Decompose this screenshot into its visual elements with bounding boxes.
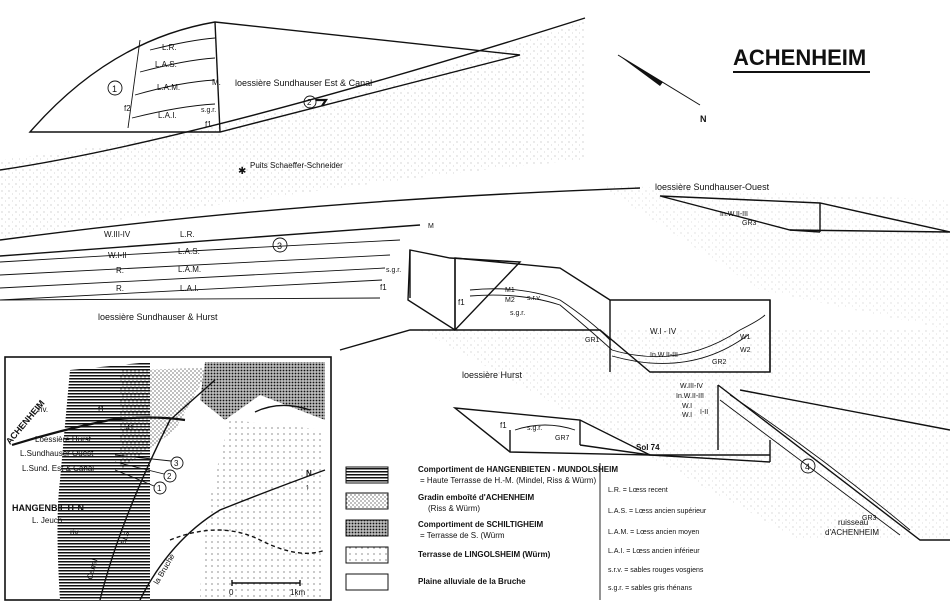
- section-number-2: 2: [307, 98, 312, 107]
- legend-2-line1: Gradin emboîté d'ACHENHEIM: [418, 493, 534, 502]
- middle-l-4: L.A.I.: [180, 284, 199, 293]
- sol74-sgr: s.g.r.: [527, 425, 542, 432]
- right-stack-3: W.I: [682, 403, 692, 410]
- north-label: N: [700, 114, 707, 124]
- legend-3-line1: Comportiment de SCHILTIGHEIM: [418, 520, 544, 529]
- ouest-gr: GR3: [742, 220, 757, 227]
- middle-w-3: R.: [116, 266, 124, 275]
- inset-hangenbieten: HANGENBIETEN: [12, 503, 84, 513]
- hurst-sgr: s.g.r.: [510, 310, 525, 317]
- upper-f2: f2: [124, 104, 131, 113]
- ruisseau-line2: d'ACHENHEIM: [825, 528, 879, 537]
- inset-est: L.Sund. Est & Canal: [22, 464, 94, 473]
- abbrev-4: L.A.I. = Lœss ancien inférieur: [608, 548, 700, 555]
- ruisseau-gr: GR3: [862, 515, 877, 522]
- puits-star-icon: ✱: [238, 166, 246, 177]
- legend-5-line1: Plaine alluviale de la Bruche: [418, 577, 526, 586]
- right-stack-4: W.I: [682, 412, 692, 419]
- upper-quarry-label: loessière Sundhauser Est & Canal: [235, 78, 372, 88]
- middle-sgr: s.g.r.: [386, 267, 401, 274]
- inset-num-3: 3: [174, 459, 179, 468]
- hurst-gr: GR1: [585, 337, 600, 344]
- inset-r41: 41: [126, 425, 134, 432]
- legend-swatch-dots: [346, 493, 388, 509]
- inset-num-2: 2: [167, 472, 172, 481]
- hurst-f1: f1: [458, 298, 465, 307]
- inset-f1: f1: [98, 405, 105, 414]
- hurst-srv: s.r.v.: [527, 295, 541, 302]
- inset-north: N: [306, 469, 312, 478]
- upper-f1: f1: [205, 120, 212, 129]
- inset-riv: riv.: [38, 405, 48, 414]
- upper-layer-lam: L.A.M.: [157, 83, 180, 92]
- hurst-in-label: In.W.II-III: [650, 352, 678, 359]
- legend-swatch-sparse: [346, 547, 388, 563]
- middle-w-1: W.III-IV: [104, 230, 131, 239]
- abbrev-2: L.A.S. = Lœss ancien supérieur: [608, 508, 707, 515]
- puits-label: Puits Schaeffer-Schneider: [250, 161, 343, 170]
- upper-layer-lr: L.R.: [162, 43, 177, 52]
- inset-ouest: L.Sundhauser Ouest: [20, 449, 94, 458]
- middle-f1: f1: [380, 283, 387, 292]
- right-stack-2: In.W.II-III: [676, 393, 704, 400]
- legend-swatch-dense: [346, 520, 388, 536]
- inset-scale-1: 1km: [290, 588, 305, 597]
- ouest-in-label: In.W.II-III: [720, 211, 748, 218]
- inset-hurst: Loessière Hurst: [35, 435, 92, 444]
- legend-2-line2: (Riss & Würm): [428, 504, 480, 513]
- middle-l-2: L.A.S.: [178, 247, 200, 256]
- upper-layer-lai: L.A.I.: [158, 111, 177, 120]
- inset-num-1: 1: [157, 484, 162, 493]
- right-stack-1: W.III-IV: [680, 383, 703, 390]
- section-number-1: 1: [112, 84, 117, 94]
- legend-swatch-empty: [346, 574, 388, 590]
- legend-3-line2: = Terrasse de S. (Würm: [420, 531, 505, 540]
- sol74-label: Sol 74: [636, 443, 660, 452]
- middle-m: M: [428, 223, 434, 230]
- middle-quarry-label: loessière Sundhauser & Hurst: [98, 312, 218, 322]
- abbrev-5: s.r.v. = sables rouges vosgiens: [608, 567, 704, 574]
- hurst-quarry-label: loessière Hurst: [462, 370, 523, 380]
- sol74-gr: GR7: [555, 435, 570, 442]
- inset-map: ACHENHEIM riv. f1 Loessière Hurst L.Sund…: [4, 357, 331, 600]
- hurst-gr2: GR2: [712, 359, 727, 366]
- section-number-3: 3: [277, 241, 282, 251]
- right-brace: I-II: [700, 409, 708, 416]
- middle-w-4: R.: [116, 284, 124, 293]
- legend-1-line2: = Haute Terrasse de H.-M. (Mindel, Riss …: [420, 476, 596, 485]
- legend-4-line1: Terrasse de LINGOLSHEIM (Würm): [418, 550, 551, 559]
- middle-l-1: L.R.: [180, 230, 195, 239]
- legend-1-line1: Comportiment de HANGENBIETEN - MUNDOLSHE…: [418, 465, 618, 474]
- upper-m-label: M.: [212, 78, 221, 87]
- north-arrow-icon: N: [618, 55, 707, 124]
- upper-sgr: s.g.r.: [201, 107, 216, 114]
- hurst-w2: W2: [740, 347, 751, 354]
- inset-riv2: riv.: [70, 528, 80, 537]
- ground-right: [600, 185, 950, 330]
- abbrev-3: L.A.M. = Lœss ancien moyen: [608, 529, 699, 536]
- section-number-4: 4: [805, 462, 810, 472]
- legend-swatch-hatch: [346, 467, 388, 483]
- page-title: ACHENHEIM: [733, 45, 866, 70]
- legend: Comportiment de HANGENBIETEN - MUNDOLSHE…: [346, 463, 707, 600]
- hurst-m1: M1: [505, 287, 515, 294]
- inset-jeuch: L. Jeuch: [32, 516, 62, 525]
- ouest-quarry-label: loessière Sundhauser-Ouest: [655, 182, 770, 192]
- hurst-m2: M2: [505, 297, 515, 304]
- abbrev-1: L.R. = Lœss recent: [608, 487, 668, 494]
- middle-w-2: W.I-II: [108, 251, 127, 260]
- hurst-w-label: W.I - IV: [650, 327, 677, 336]
- hurst-w1: W1: [740, 334, 751, 341]
- sol74-f1: f1: [500, 421, 507, 430]
- inset-scale-0: 0: [229, 588, 234, 597]
- abbrev-6: s.g.r. = sables gris rhénans: [608, 585, 692, 592]
- inset-north-arrow-icon: ↑: [305, 482, 310, 492]
- upper-layer-las: L.A.S.: [155, 60, 177, 69]
- middle-l-3: L.A.M.: [178, 265, 201, 274]
